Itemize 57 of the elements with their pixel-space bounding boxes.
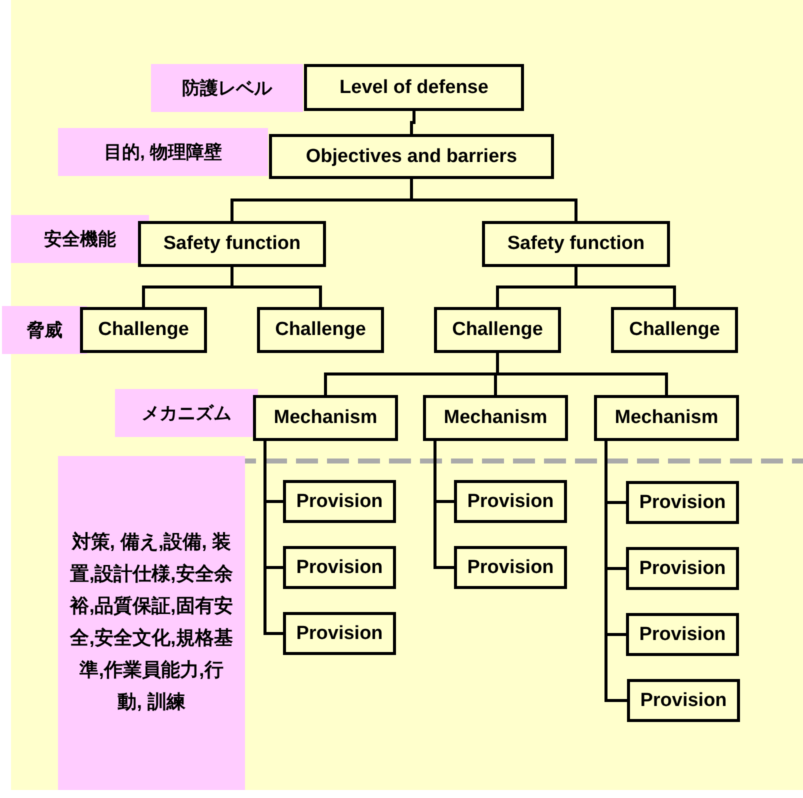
tree-node-box (423, 395, 568, 441)
connector-line (230, 267, 322, 307)
node-label: Provision (296, 556, 383, 578)
tree-node-box (482, 221, 670, 267)
level-label (58, 128, 268, 176)
tree-node-box (138, 221, 326, 267)
level-label (11, 215, 149, 263)
tree-node-box (283, 480, 396, 523)
node-label: Safety function (163, 233, 301, 255)
connector-line (574, 267, 676, 307)
node-label: Provision (296, 490, 383, 512)
level-label-text: 防護レベル (182, 77, 272, 100)
level-label-text: 安全機能 (44, 228, 116, 251)
node-label: Provision (296, 622, 383, 644)
connector-line (604, 441, 627, 702)
level-label-text: 対策, 備え,設備, 装置,設計仕様,安全余裕,品質保証,固有安全,安全文化,規格基準,作業員能力,行動, 訓練 (70, 530, 233, 715)
node-label: Challenge (452, 319, 543, 341)
tree-node-box (594, 395, 739, 441)
tree-node-box (626, 481, 739, 524)
node-label: Provision (639, 492, 726, 514)
node-label: Provision (639, 558, 726, 580)
tree-node-box (627, 679, 740, 722)
tree-node-box (80, 307, 207, 353)
node-label: Provision (639, 624, 726, 646)
connector-line (264, 441, 283, 635)
level-label (115, 389, 258, 437)
level-label (151, 64, 303, 112)
level-label-text: 脅威 (26, 319, 62, 342)
tree-node-box (434, 307, 561, 353)
tree-node-box (269, 134, 554, 179)
tree-node-box (454, 480, 567, 523)
node-label: Mechanism (274, 407, 378, 429)
tree-node-box (253, 395, 398, 441)
level-label (58, 456, 245, 790)
tree-node-box (257, 307, 384, 353)
node-label: Level of defense (340, 76, 488, 98)
node-label: Provision (467, 556, 554, 578)
tree-node-box (626, 613, 739, 656)
connector-line (410, 111, 416, 134)
tree-node-box (454, 546, 567, 589)
node-label: Mechanism (614, 407, 718, 429)
tree-node-box (304, 64, 524, 111)
tree-node-box (283, 546, 396, 589)
level-label-text: メカニズム (142, 402, 232, 425)
node-label: Mechanism (444, 407, 548, 429)
node-label: Objectives and barriers (306, 146, 518, 168)
node-label: Provision (467, 490, 554, 512)
level-label-text: 目的, 物理障壁 (104, 141, 222, 164)
node-label: Challenge (275, 319, 366, 341)
tree-node-box (626, 547, 739, 590)
tree-node-box (283, 612, 396, 655)
node-label: Safety function (507, 233, 645, 255)
tree-node-box (611, 307, 738, 353)
node-label: Challenge (629, 319, 720, 341)
node-label: Challenge (98, 319, 189, 341)
node-label: Provision (640, 690, 727, 712)
level-label (2, 306, 87, 354)
